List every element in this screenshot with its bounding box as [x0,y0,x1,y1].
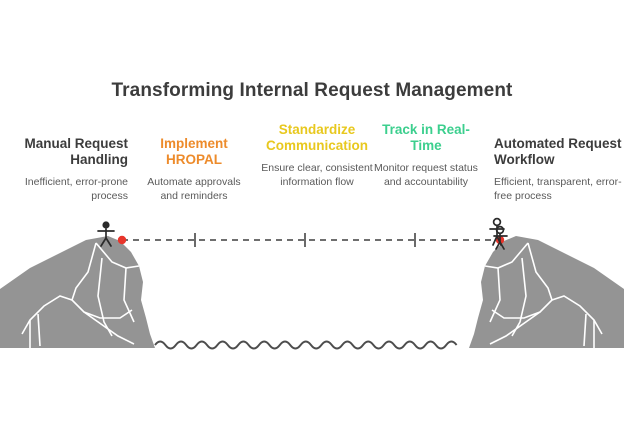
stage-heading-automated-request-workflow: Automated Request Workflow [494,136,622,167]
stage-heading-implement-hropal: Implement HROPAL [160,136,228,167]
right-mountain [469,236,624,348]
left-mountain-ridge-2 [71,242,133,319]
right-climber-back-leg-left [492,235,498,246]
stage-column-track-in-real-time: Track in Real-Time Monitor request statu… [372,122,480,189]
left-mountain-ridge-5 [21,295,73,335]
left-climber-figure [97,221,115,247]
stage-subtext-standardize-communication: Ensure clear, consistent information flo… [261,162,373,188]
right-climber-back-head [492,217,502,227]
left-mountain-ridge-8 [83,311,135,345]
right-mountain-ridge-2 [491,242,553,319]
left-mountain-ridge-4 [123,267,135,323]
stage-heading-standardize-communication: Standardize Communication [265,122,368,153]
stage-column-implement-hropal: Implement HROPAL Automate approvals and … [138,136,250,203]
stage-subtext-track-in-real-time: Monitor request status and accountabilit… [374,162,478,188]
chasm-wave [154,340,458,350]
left-climber-leg-left [100,237,107,247]
right-climber-figure-front [493,225,508,250]
right-climber-front-leg-left [495,241,501,250]
rope-connector [117,233,505,247]
left-mountain-ridge-1 [95,242,140,269]
page-title: Transforming Internal Request Management [111,80,513,101]
right-mountain-ridge-8 [489,311,541,345]
stage-column-manual-request-handling: Manual Request Handling Inefficient, err… [2,136,128,203]
stage-column-automated-request-workflow: Automated Request Workflow Efficient, tr… [494,136,622,203]
stage-subtext-automated-request-workflow: Efficient, transparent, error-free proce… [494,176,622,202]
stage-subtext-implement-hropal: Automate approvals and reminders [147,176,241,202]
stage-column-standardize-communication: Standardize Communication Ensure clear, … [256,122,378,189]
stage-heading-track-in-real-time: Track in Real-Time [382,122,470,153]
left-climber-leg-right [105,237,112,247]
right-climber-front-leg-right [499,241,505,250]
right-mountain-ridge-1 [484,242,529,269]
right-mountain-ridge-5 [551,295,603,335]
left-mountain [0,236,155,348]
left-anchor-marker [117,235,127,245]
right-mountain-ridge-4 [489,267,501,323]
right-mountain-ridge-7 [583,313,587,347]
stage-heading-manual-request-handling: Manual Request Handling [24,136,128,167]
left-climber-head [102,221,110,229]
left-mountain-ridge-7 [37,313,41,347]
stage-subtext-manual-request-handling: Inefficient, error-prone process [24,176,128,202]
